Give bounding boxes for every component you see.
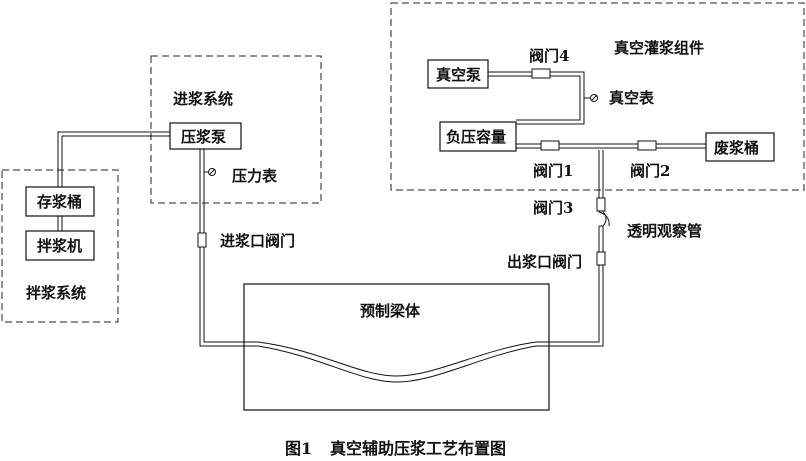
grout-system-label: 进浆系统 <box>173 90 233 108</box>
vacuum-assembly-label: 真空灌浆组件 <box>614 39 704 57</box>
valve-3[interactable] <box>596 197 606 212</box>
pipe-beam-to-outlet <box>549 226 604 347</box>
outlet-valve-label: 出浆口阀门 <box>507 253 582 271</box>
valve-1[interactable] <box>540 140 560 151</box>
grout-pump-box[interactable] <box>169 122 242 150</box>
mixer-label: 拌浆机 <box>37 237 82 255</box>
vacuum-gauge-label: 真空表 <box>609 89 655 107</box>
pipe-pump-to-beam <box>199 148 244 347</box>
pressure-gauge-icon <box>208 168 216 176</box>
pipe-vacuum-to-vessel <box>488 71 585 125</box>
observation-tube-label: 透明观察管 <box>627 222 702 240</box>
valve-4[interactable] <box>531 68 551 79</box>
vacuum-assembly-frame <box>390 2 805 191</box>
grout-system-frame <box>150 55 322 204</box>
observation-tube <box>598 211 610 227</box>
vacuum-pump-label: 真空泵 <box>436 66 481 84</box>
beam-label: 预制梁体 <box>360 302 421 320</box>
vacuum-pump-box[interactable] <box>427 59 489 89</box>
figure-number: 图1 <box>285 439 312 458</box>
valve-2-label: 阀门2 <box>630 162 670 180</box>
inlet-valve[interactable] <box>197 232 207 248</box>
valve-1-label: 阀门1 <box>533 162 573 180</box>
figure-title: 真空辅助压浆工艺布置图 <box>330 439 506 458</box>
valve-3-label: 阀门3 <box>533 199 573 217</box>
pipe-mixer-to-tank <box>57 216 63 231</box>
valve-4-label: 阀门4 <box>529 47 569 65</box>
grout-pump-label: 压浆泵 <box>181 128 226 146</box>
outlet-valve[interactable] <box>596 251 606 266</box>
valve-2[interactable] <box>637 140 657 151</box>
mixing-system-label: 拌浆系统 <box>26 284 86 302</box>
mixing-system-frame <box>1 169 119 323</box>
vacuum-gauge-icon <box>590 94 598 102</box>
negative-pressure-vessel-label: 负压容量 <box>446 128 506 146</box>
waste-tank-box[interactable] <box>705 132 775 162</box>
negative-pressure-vessel-box[interactable] <box>439 121 517 152</box>
storage-tank-box[interactable] <box>25 186 95 217</box>
pipe-tank-to-pump <box>57 131 170 187</box>
mixer-box[interactable] <box>25 230 95 261</box>
pressure-gauge-label: 压力表 <box>232 167 278 185</box>
precast-beam-box[interactable] <box>243 283 550 411</box>
waste-tank-label: 废浆桶 <box>714 139 759 157</box>
beam-duct-lower <box>244 345 549 383</box>
inlet-valve-label: 进浆口阀门 <box>220 232 295 250</box>
beam-duct-upper <box>244 341 549 377</box>
storage-tank-label: 存浆桶 <box>37 193 82 211</box>
